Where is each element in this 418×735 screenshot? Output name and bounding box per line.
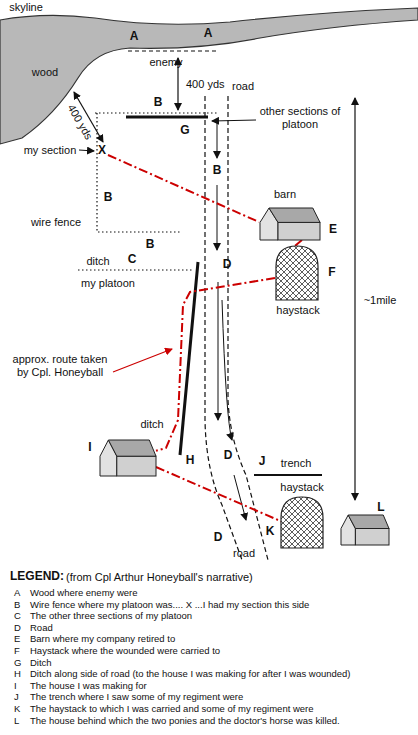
callout-letter: G xyxy=(180,124,189,138)
map-label: road xyxy=(232,80,254,93)
route-line xyxy=(156,278,275,451)
legend-text: The house behind which the two ponies an… xyxy=(30,715,340,726)
legend-text: Ditch xyxy=(30,657,52,668)
distance-label: 400 yds xyxy=(186,78,225,91)
legend-text: Wood where enemy were xyxy=(30,588,138,599)
pointer xyxy=(79,150,94,151)
building-shape xyxy=(100,440,156,476)
legend-letter: E xyxy=(14,634,20,645)
legend-text: Haystack where the wounded were carried … xyxy=(30,646,220,657)
legend-letter: L xyxy=(14,715,19,726)
callout-letter: B xyxy=(213,164,222,178)
legend-letter: I xyxy=(14,680,17,691)
callout-letter: D xyxy=(214,531,223,545)
building-node: L xyxy=(336,503,398,549)
callout-letter: L xyxy=(377,501,384,515)
map-label: trench xyxy=(281,457,312,470)
legend-letter: G xyxy=(14,657,21,668)
route-line xyxy=(295,240,302,246)
road-arrow xyxy=(218,282,219,420)
callout-letter: I xyxy=(88,441,91,455)
map-label: haystack xyxy=(276,304,319,317)
legend-letter: F xyxy=(14,646,20,657)
legend-text: Wire fence where my platoon was.... X ..… xyxy=(30,599,309,610)
map-label: wood xyxy=(32,66,58,79)
route-line xyxy=(108,155,259,222)
map-label: my platoon xyxy=(81,277,135,290)
route-line xyxy=(156,467,283,522)
legend-text: Barn where my company retired to xyxy=(30,634,175,645)
building-shape xyxy=(260,208,320,240)
callout-letter: B xyxy=(104,191,113,205)
legend-letter: J xyxy=(14,692,19,703)
distance-arrow xyxy=(354,98,355,500)
map-label: ditch xyxy=(140,418,163,431)
map-label: skyline xyxy=(9,1,43,14)
map-label: enemy xyxy=(149,56,182,69)
distance-label: 400 yds xyxy=(65,102,95,142)
distance-label: ~1mile xyxy=(362,294,399,307)
map-label: haystack xyxy=(280,481,323,494)
haystack-node: haystack F xyxy=(270,243,350,319)
trench-line xyxy=(254,474,322,476)
legend-text: The haystack to which I was carried and … xyxy=(30,704,314,715)
callout-letter: H xyxy=(186,454,195,468)
legend-letter: D xyxy=(14,622,21,633)
legend-letter: K xyxy=(14,704,20,715)
road-arrow xyxy=(217,122,218,158)
map-label: wire fence xyxy=(31,216,81,229)
map-label: ditch xyxy=(86,255,109,268)
map-label: road xyxy=(233,547,255,560)
route-note: approx. route taken by Cpl. Honeyball xyxy=(10,353,110,378)
legend-letter: A xyxy=(14,588,20,599)
callout-letter: D xyxy=(224,449,233,463)
legend-heading: LEGEND: xyxy=(10,570,64,584)
enemy-line xyxy=(128,50,216,51)
platoon-line xyxy=(126,116,208,119)
road-arrow xyxy=(222,300,232,440)
haystack-node: haystackK xyxy=(262,480,337,554)
legend-letter: C xyxy=(14,611,21,622)
wire-fence xyxy=(95,113,218,232)
callout-letter: A xyxy=(130,30,139,44)
legend-text: The house I was making for xyxy=(30,680,147,691)
callout-letter: B xyxy=(154,96,163,110)
legend-text: Road xyxy=(30,622,53,633)
callout-letter: K xyxy=(266,525,275,539)
callout-letter: J xyxy=(259,455,266,469)
legend-text: Ditch along side of road (to the house I… xyxy=(30,669,351,680)
road-arrow xyxy=(234,475,246,520)
building-node: I xyxy=(82,436,162,482)
legend-letter: H xyxy=(14,669,21,680)
building-shape xyxy=(341,515,389,545)
callout-letter: E xyxy=(329,223,337,237)
legend-letter: B xyxy=(14,599,20,610)
callout-letter: A xyxy=(204,27,213,41)
ditch-line xyxy=(78,269,192,270)
callout-letter: B xyxy=(146,238,155,252)
callout-pointer xyxy=(113,349,172,372)
building-node: barnE xyxy=(255,186,345,244)
legend-text: The trench where I saw some of my regime… xyxy=(30,692,243,703)
callout-letter: C xyxy=(128,253,137,267)
callout-letter: F xyxy=(328,266,335,280)
pointer xyxy=(212,120,256,121)
road-arrow xyxy=(217,185,218,250)
road-edge xyxy=(228,96,268,560)
legend-text: The other three sections of my platoon xyxy=(30,611,192,622)
map-label: barn xyxy=(274,188,296,201)
map-label: other sections of platoon xyxy=(258,105,342,130)
callout-letter: X xyxy=(98,144,106,158)
legend-heading: (from Cpl Arthur Honeyball's narrative) xyxy=(66,571,253,584)
callout-letter: D xyxy=(223,258,232,272)
haystack-shape xyxy=(280,496,324,548)
map-label: my section xyxy=(24,144,77,157)
haystack-shape xyxy=(275,245,319,300)
